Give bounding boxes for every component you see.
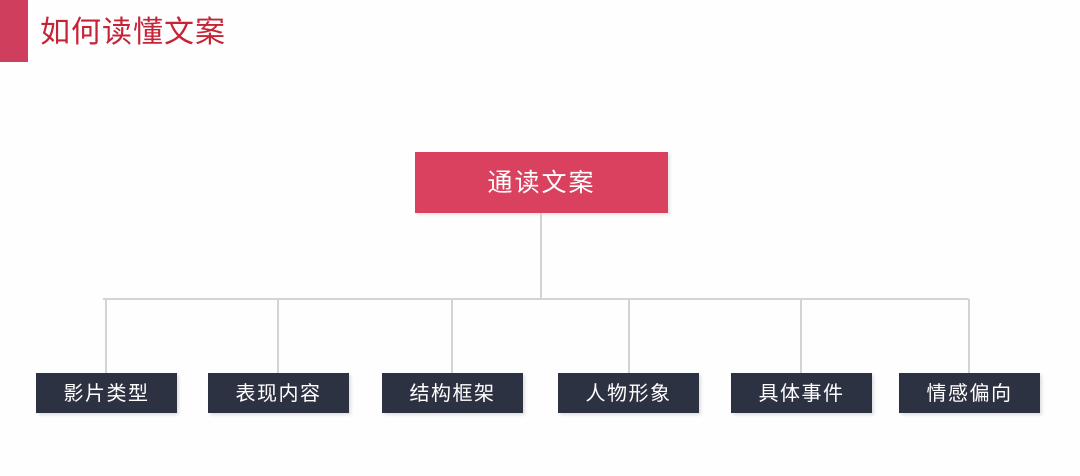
tree-leaf-node-label: 表现内容: [235, 381, 322, 405]
tree-leaf-node-label: 影片类型: [63, 381, 150, 405]
connector-drop: [451, 299, 453, 373]
title-accent-bar: [0, 0, 28, 62]
tree-leaf-node-label: 具体事件: [758, 381, 845, 405]
connector-root-stem: [540, 213, 542, 299]
connector-horizontal-bus: [103, 298, 969, 300]
tree-leaf-node[interactable]: 人物形象: [558, 373, 699, 413]
tree-leaf-node[interactable]: 情感偏向: [899, 373, 1040, 413]
connector-drop: [968, 299, 970, 373]
tree-root-node[interactable]: 通读文案: [415, 152, 668, 213]
page-title: 如何读懂文案: [40, 15, 226, 50]
connector-drop: [628, 299, 630, 373]
connector-drop: [105, 299, 107, 373]
tree-root-node-label: 通读文案: [487, 168, 596, 197]
tree-leaf-node-label: 人物形象: [585, 381, 672, 405]
tree-leaf-node[interactable]: 具体事件: [731, 373, 872, 413]
tree-leaf-node[interactable]: 表现内容: [208, 373, 349, 413]
tree-leaf-node[interactable]: 影片类型: [36, 373, 177, 413]
tree-leaf-node[interactable]: 结构框架: [382, 373, 523, 413]
connector-drop: [800, 299, 802, 373]
connector-drop: [277, 299, 279, 373]
tree-leaf-node-label: 结构框架: [409, 381, 496, 405]
tree-leaf-node-label: 情感偏向: [926, 381, 1013, 405]
